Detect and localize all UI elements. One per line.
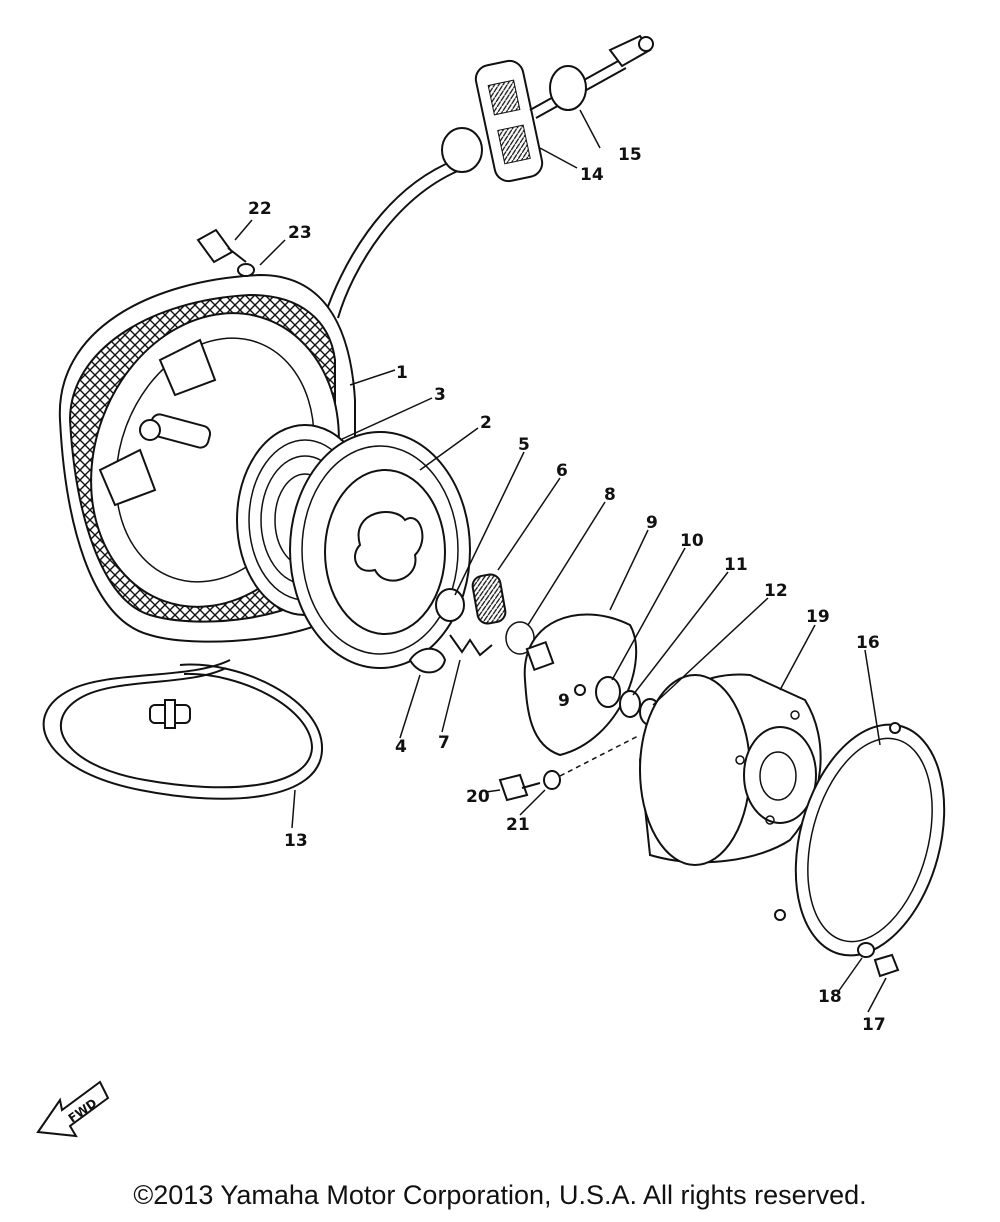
callout-10: 10 — [680, 531, 704, 551]
callout-2: 2 — [480, 413, 492, 433]
recoil-starter-exploded-diagram: 1 2 3 4 5 6 7 8 9 9 10 11 12 13 14 15 16… — [36, 34, 946, 1138]
callout-23: 23 — [288, 223, 312, 243]
callout-5: 5 — [518, 435, 530, 455]
callout-11: 11 — [724, 555, 748, 575]
callout-18: 18 — [818, 987, 842, 1007]
callout-9: 9 — [646, 513, 658, 533]
callout-12: 12 — [764, 581, 788, 601]
cable-grommet — [149, 699, 191, 729]
callout-21: 21 — [506, 815, 530, 835]
case-bolt — [498, 773, 541, 802]
gasket-washer — [857, 942, 875, 958]
callout-15: 15 — [618, 145, 642, 165]
leader-lines — [234, 109, 887, 1013]
washer — [595, 676, 621, 708]
callout-1: 1 — [396, 363, 408, 383]
friction-spring — [471, 573, 507, 625]
pull-handle — [441, 59, 544, 183]
callout-22: 22 — [248, 199, 272, 219]
thrust-washer — [435, 588, 465, 622]
handle-rod — [529, 34, 654, 119]
callout-20: 20 — [466, 787, 490, 807]
callout-9-plate: 9 — [558, 691, 570, 711]
copyright-notice: ©2013 Yamaha Motor Corporation, U.S.A. A… — [133, 1180, 867, 1210]
pawl-spring — [449, 634, 493, 657]
starter-case — [638, 673, 822, 866]
ratchet-pawl — [408, 647, 447, 674]
starter-cable — [42, 159, 466, 800]
callout-7: 7 — [438, 733, 450, 753]
case-gasket — [774, 722, 946, 957]
callout-8: 8 — [604, 485, 616, 505]
friction-plate — [523, 613, 638, 757]
callout-14: 14 — [580, 165, 604, 185]
callout-6: 6 — [556, 461, 568, 481]
callout-19: 19 — [806, 607, 830, 627]
cover-washer — [237, 263, 255, 277]
spring-washer — [619, 690, 641, 718]
cover-bolt — [196, 228, 247, 264]
case-washer — [543, 734, 641, 790]
callout-13: 13 — [284, 831, 308, 851]
callout-3: 3 — [434, 385, 446, 405]
callout-16: 16 — [856, 633, 880, 653]
callout-labels: 1 2 3 4 5 6 7 8 9 9 10 11 12 13 14 15 16… — [248, 145, 886, 1035]
rope-reel — [289, 431, 471, 669]
gasket-screw — [873, 953, 900, 978]
forward-arrow-icon: FWD — [36, 1080, 110, 1138]
callout-17: 17 — [862, 1015, 886, 1035]
callout-4: 4 — [395, 737, 407, 757]
